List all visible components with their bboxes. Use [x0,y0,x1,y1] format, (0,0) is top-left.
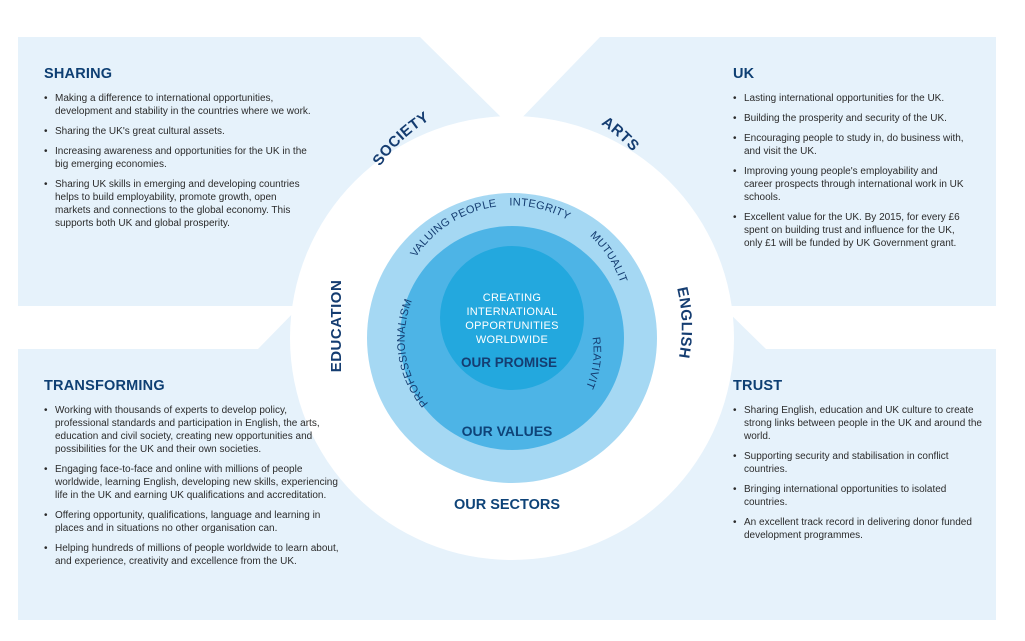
panel-uk-title: UK [733,66,755,82]
promise-core [440,246,584,390]
our-values-label: OUR VALUES [462,423,553,439]
panel-trust-list: Sharing English, education and UK cultur… [733,404,991,542]
list-item: Lasting international opportunities for … [733,92,965,105]
list-item: Making a difference to international opp… [44,92,312,118]
list-item: Building the prosperity and security of … [733,112,965,125]
panel-sharing-list: Making a difference to international opp… [44,92,312,230]
list-item: Helping hundreds of millions of people w… [44,542,342,568]
promise-line-3: OPPORTUNITIES [465,320,559,332]
list-item: Supporting security and stabilisation in… [733,450,991,476]
list-item: An excellent track record in delivering … [733,516,991,542]
list-item: Engaging face-to-face and online with mi… [44,463,342,502]
list-item: Working with thousands of experts to dev… [44,404,342,456]
list-item: Improving young people's employability a… [733,165,965,204]
panel-transforming: TRANSFORMING Working with thousands of e… [44,378,342,575]
list-item: Excellent value for the UK. By 2015, for… [733,211,965,250]
panel-transforming-list: Working with thousands of experts to dev… [44,404,342,568]
panel-sharing: SHARING Making a difference to internati… [44,66,312,237]
panel-sharing-title: SHARING [44,66,113,82]
promise-line-1: CREATING [483,292,541,304]
panel-uk-list: Lasting international opportunities for … [733,92,965,250]
sector-education: EDUCATION [328,280,345,373]
list-item: Sharing the UK's great cultural assets. [44,125,312,138]
panel-uk: UK Lasting international opportunities f… [733,66,965,257]
promise-line-2: INTERNATIONAL [466,306,557,318]
list-item: Sharing English, education and UK cultur… [733,404,991,443]
list-item: Offering opportunity, qualifications, la… [44,509,342,535]
list-item: Bringing international opportunities to … [733,483,991,509]
list-item: Encouraging people to study in, do busin… [733,132,965,158]
our-sectors-label: OUR SECTORS [454,497,560,513]
list-item: Increasing awareness and opportunities f… [44,145,312,171]
panel-transforming-title: TRANSFORMING [44,378,165,394]
panel-trust-title: TRUST [733,378,783,394]
promise-line-4: WORLDWIDE [476,334,548,346]
our-promise-label: OUR PROMISE [461,355,557,370]
panel-trust: TRUST Sharing English, education and UK … [733,378,991,549]
sector-english: ENGLISH [673,285,695,359]
list-item: Sharing UK skills in emerging and develo… [44,178,312,230]
